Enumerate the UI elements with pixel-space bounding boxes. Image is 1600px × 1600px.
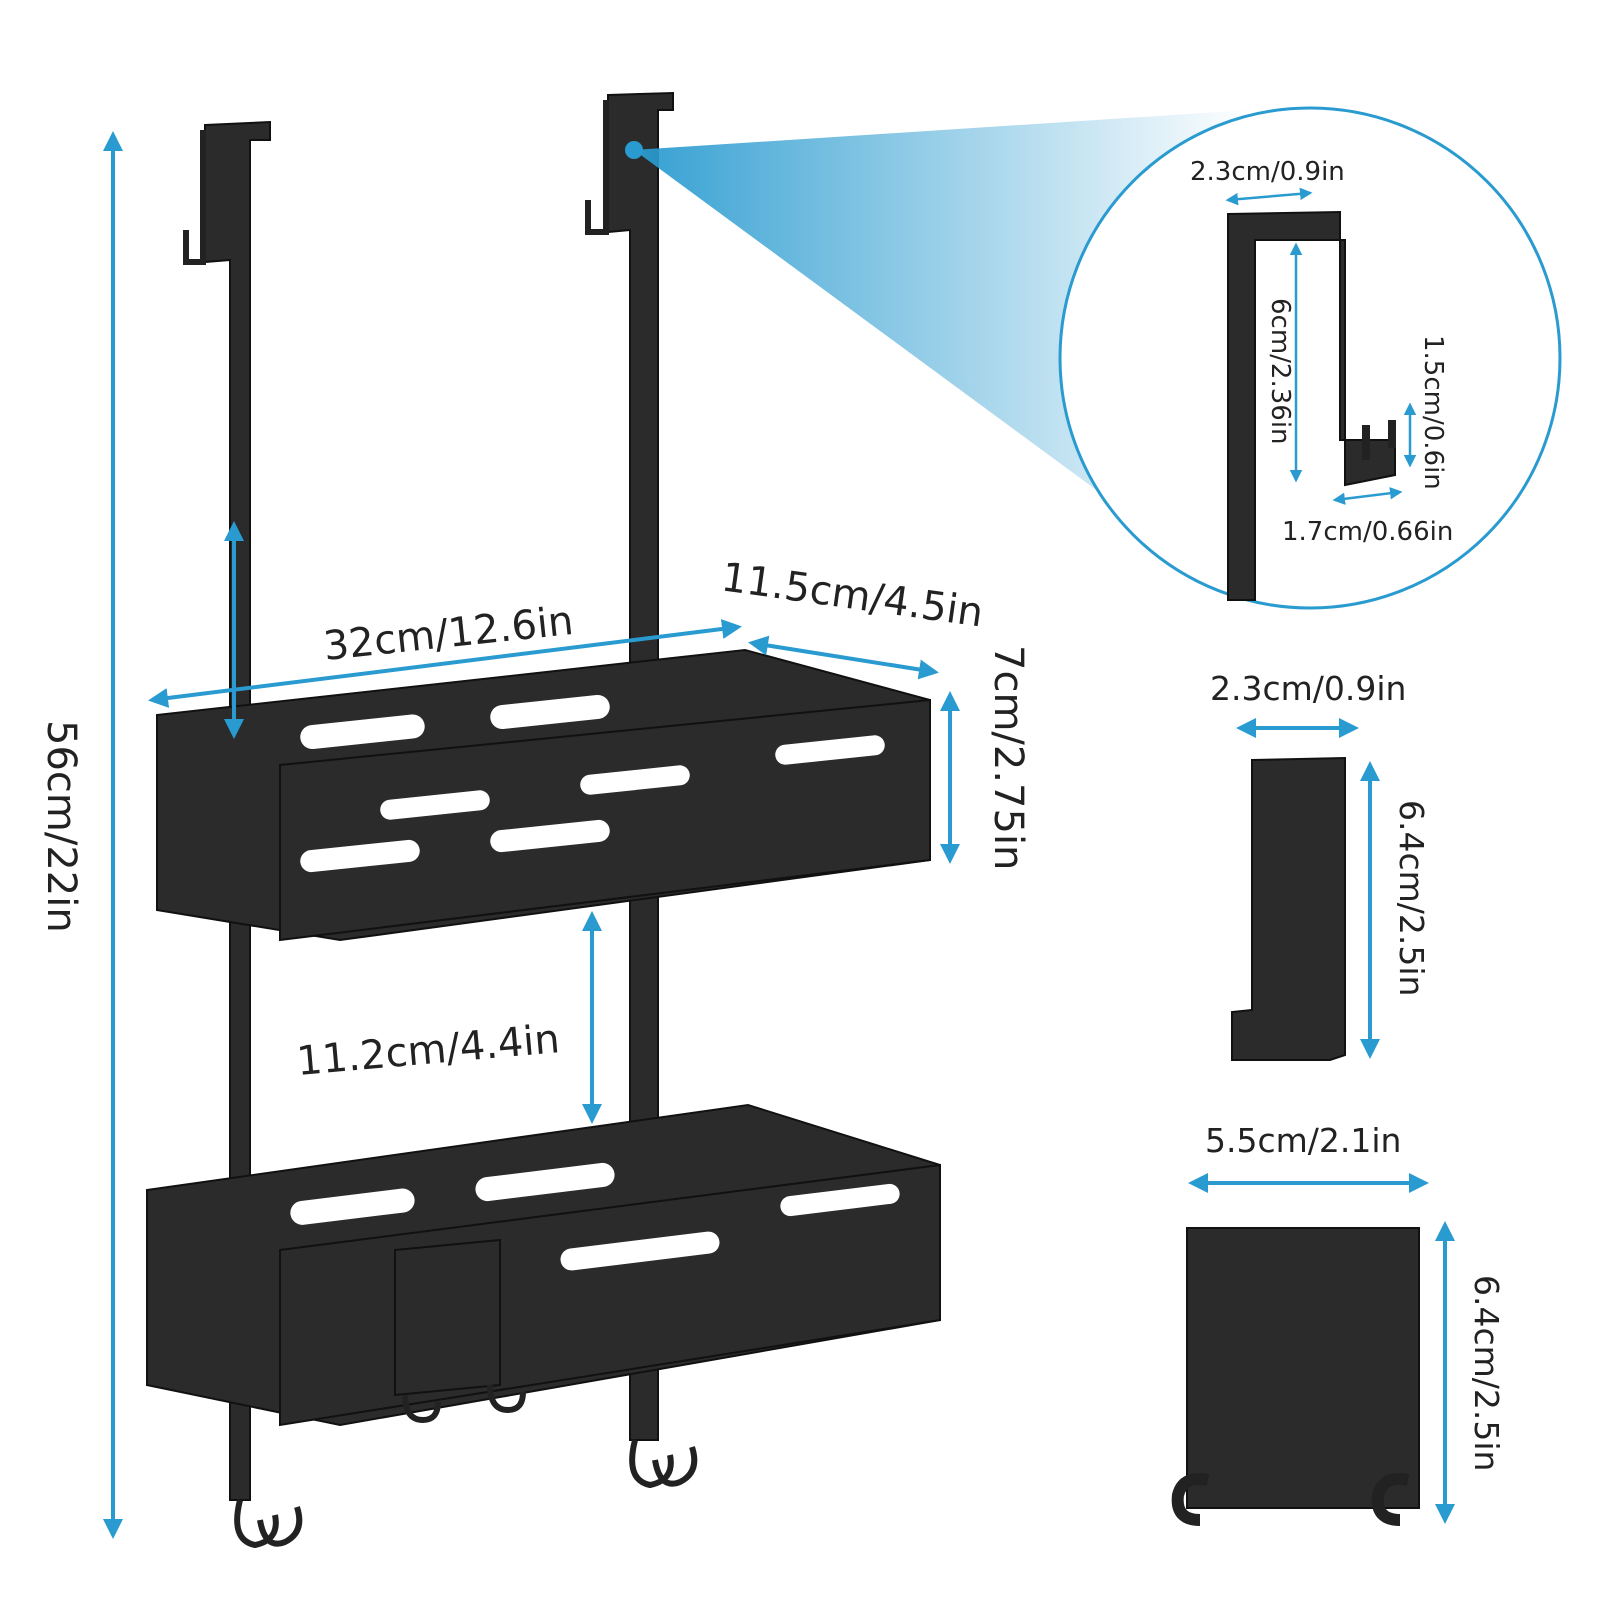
detail-lip-height-label: 1.5cm/0.6in	[1418, 335, 1448, 490]
basket-height-dimension: 7cm/2.75in	[940, 645, 1031, 870]
basket-depth-label: 11.5cm/4.5in	[719, 554, 986, 636]
bottom-basket	[146, 1103, 941, 1427]
detail-lip-width-label: 1.7cm/0.66in	[1282, 517, 1453, 547]
basket-spacing-label: 11.2cm/4.4in	[295, 1016, 562, 1085]
small-hook-height-label: 6.4cm/2.5in	[1392, 800, 1431, 996]
double-hook: 5.5cm/2.1in 6.4cm/2.5in	[1171, 1121, 1506, 1526]
total-height-label: 56cm/22in	[38, 720, 84, 933]
basket-height-label: 7cm/2.75in	[985, 645, 1031, 870]
small-hook: 2.3cm/0.9in 6.4cm/2.5in	[1210, 669, 1431, 1061]
basket-spacing-dimension: 11.2cm/4.4in	[295, 911, 602, 1124]
double-hook-width-label: 5.5cm/2.1in	[1205, 1121, 1401, 1160]
detail-circle: 2.3cm/0.9in 6cm/2.36in 1.5cm/0.6in 1.7cm…	[1058, 106, 1562, 610]
total-height-dimension: 56cm/22in	[38, 131, 123, 1539]
double-hook-height-label: 6.4cm/2.5in	[1467, 1275, 1506, 1471]
small-hook-width-label: 2.3cm/0.9in	[1210, 669, 1406, 708]
detail-hook-height-label: 6cm/2.36in	[1265, 298, 1295, 445]
basket-length-label: 32cm/12.6in	[321, 598, 575, 670]
top-basket	[156, 648, 931, 942]
detail-top-width-label: 2.3cm/0.9in	[1190, 157, 1345, 187]
